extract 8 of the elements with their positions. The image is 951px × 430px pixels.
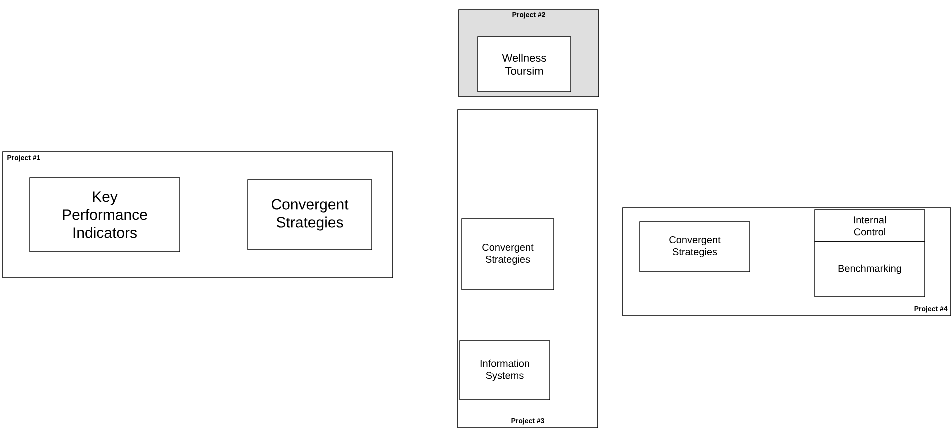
text-box: Convergent Strategies bbox=[248, 180, 372, 250]
text-box: Information Systems bbox=[460, 340, 550, 400]
text-box: Convergent Strategies bbox=[640, 222, 750, 272]
text-box: Key Performance Indicators bbox=[30, 178, 180, 252]
text-box: Convergent Strategies bbox=[462, 218, 554, 290]
text-box: Wellness Toursim bbox=[478, 36, 572, 92]
text-box: Benchmarking bbox=[814, 242, 926, 298]
text-box: Internal Control bbox=[814, 210, 926, 242]
